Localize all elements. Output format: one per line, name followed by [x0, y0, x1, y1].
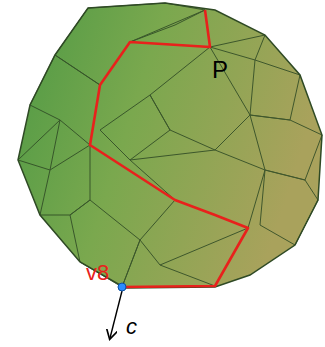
- polytope-name: P: [212, 58, 228, 82]
- objective-arrow: [110, 291, 122, 338]
- vertex-dot: [118, 283, 126, 291]
- polytope-body: [18, 3, 322, 288]
- vertex-label: v8: [86, 262, 109, 284]
- objective-label: c: [126, 316, 137, 338]
- simplex-path: [90, 10, 248, 287]
- facet-edges: [18, 3, 322, 287]
